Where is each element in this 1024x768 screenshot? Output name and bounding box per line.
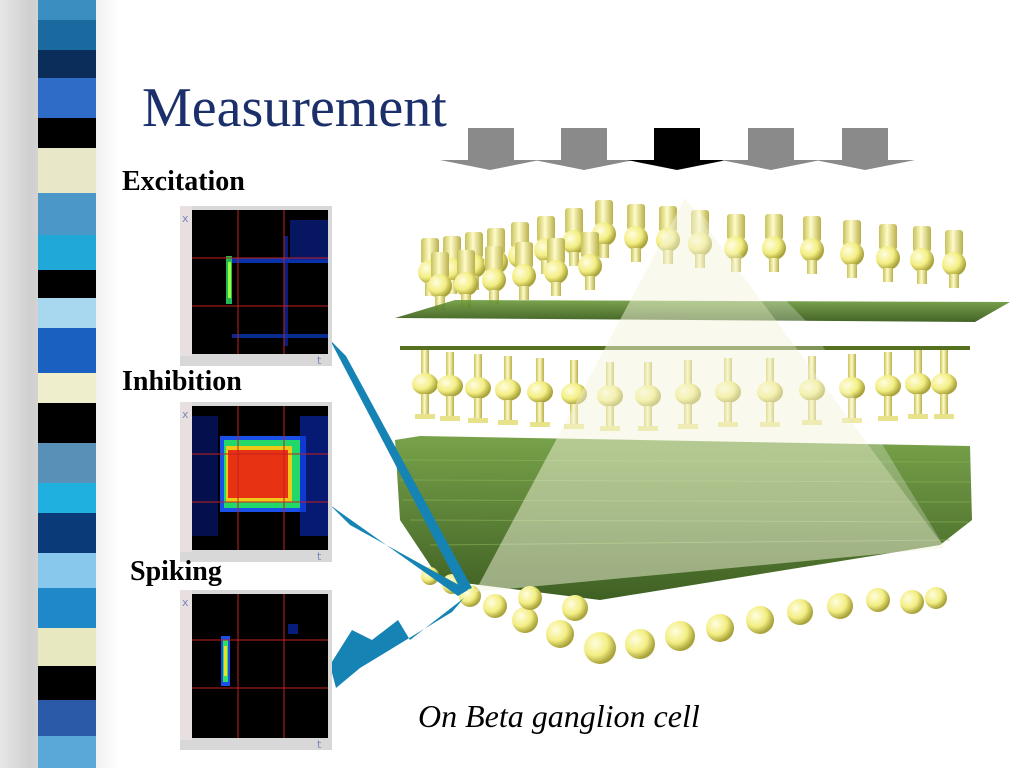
stimulus-arrow-gray bbox=[440, 128, 540, 170]
spiking-label: Spiking bbox=[130, 556, 222, 587]
stimulus-arrow-gray bbox=[721, 128, 821, 170]
inhibition-label: Inhibition bbox=[122, 366, 242, 397]
decorative-stripe bbox=[38, 0, 96, 768]
inhibition-x-axis-label: t bbox=[317, 550, 322, 563]
pointer-excitation bbox=[330, 340, 472, 592]
spiking-y-axis-label: x bbox=[182, 596, 189, 609]
inhibition-y-axis-label: x bbox=[182, 408, 189, 421]
excitation-heatmap bbox=[180, 206, 332, 366]
excitation-label: Excitation bbox=[122, 166, 245, 197]
inhibition-heatmap bbox=[180, 402, 332, 562]
spiking-x-axis-label: t bbox=[317, 738, 322, 751]
stimulus-arrow-gray bbox=[534, 128, 634, 170]
stimulus-arrows bbox=[440, 128, 915, 170]
pointer-inhibition bbox=[330, 505, 468, 596]
spiking-heatmap bbox=[180, 590, 332, 750]
pointer-spiking bbox=[330, 598, 464, 688]
figure-caption: On Beta ganglion cell bbox=[418, 698, 700, 734]
excitation-y-axis-label: x bbox=[182, 212, 189, 225]
stimulus-arrow-black bbox=[627, 128, 727, 170]
receptive-field-cone bbox=[475, 198, 945, 592]
slide-title: Measurement bbox=[142, 77, 447, 139]
excitation-x-axis-label: t bbox=[317, 354, 322, 367]
receptive-field-cone-side bbox=[685, 198, 945, 548]
stimulus-arrow-gray bbox=[815, 128, 915, 170]
